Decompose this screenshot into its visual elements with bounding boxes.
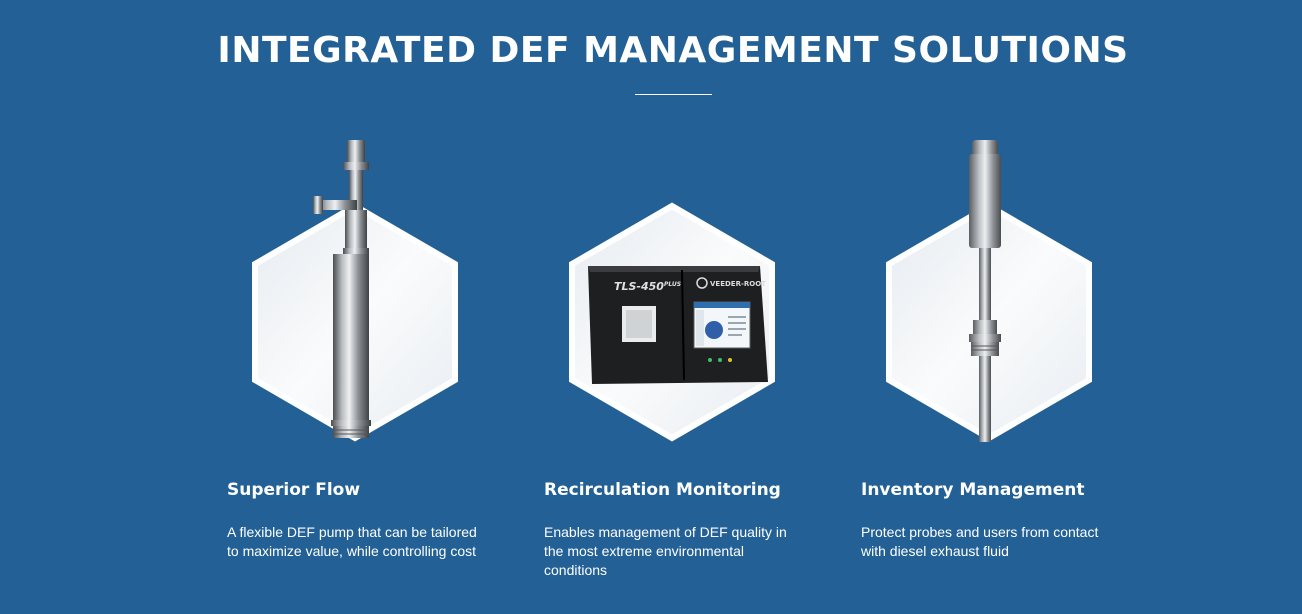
feature-heading: Recirculation Monitoring bbox=[544, 480, 781, 500]
brand-logo-icon bbox=[696, 277, 708, 289]
feature-description: Enables management of DEF quality in the… bbox=[544, 524, 787, 578]
feature-card-inventory-management: Inventory Management Protect probes and … bbox=[861, 130, 1121, 600]
feature-card-recirculation-monitoring: TLS-450PLUS VEEDER-ROOT Recirculation Mo… bbox=[544, 130, 804, 600]
submersible-pump-image bbox=[313, 140, 371, 438]
level-probe-image bbox=[969, 140, 1001, 442]
feature-heading: Superior Flow bbox=[227, 480, 361, 500]
console-brand-label: VEEDER-ROOT bbox=[710, 280, 766, 288]
tank-monitor-console-image: TLS-450PLUS VEEDER-ROOT bbox=[588, 266, 768, 384]
console-model-label: TLS-450PLUS bbox=[614, 280, 681, 293]
title-divider bbox=[635, 94, 712, 95]
page-title: INTEGRATED DEF MANAGEMENT SOLUTIONS bbox=[217, 30, 1129, 71]
feature-description: Protect probes and users from contact wi… bbox=[861, 524, 1099, 559]
feature-heading: Inventory Management bbox=[861, 480, 1085, 500]
feature-card-superior-flow: Superior Flow A flexible DEF pump that c… bbox=[227, 130, 487, 600]
feature-description: A flexible DEF pump that can be tailored… bbox=[227, 524, 477, 559]
